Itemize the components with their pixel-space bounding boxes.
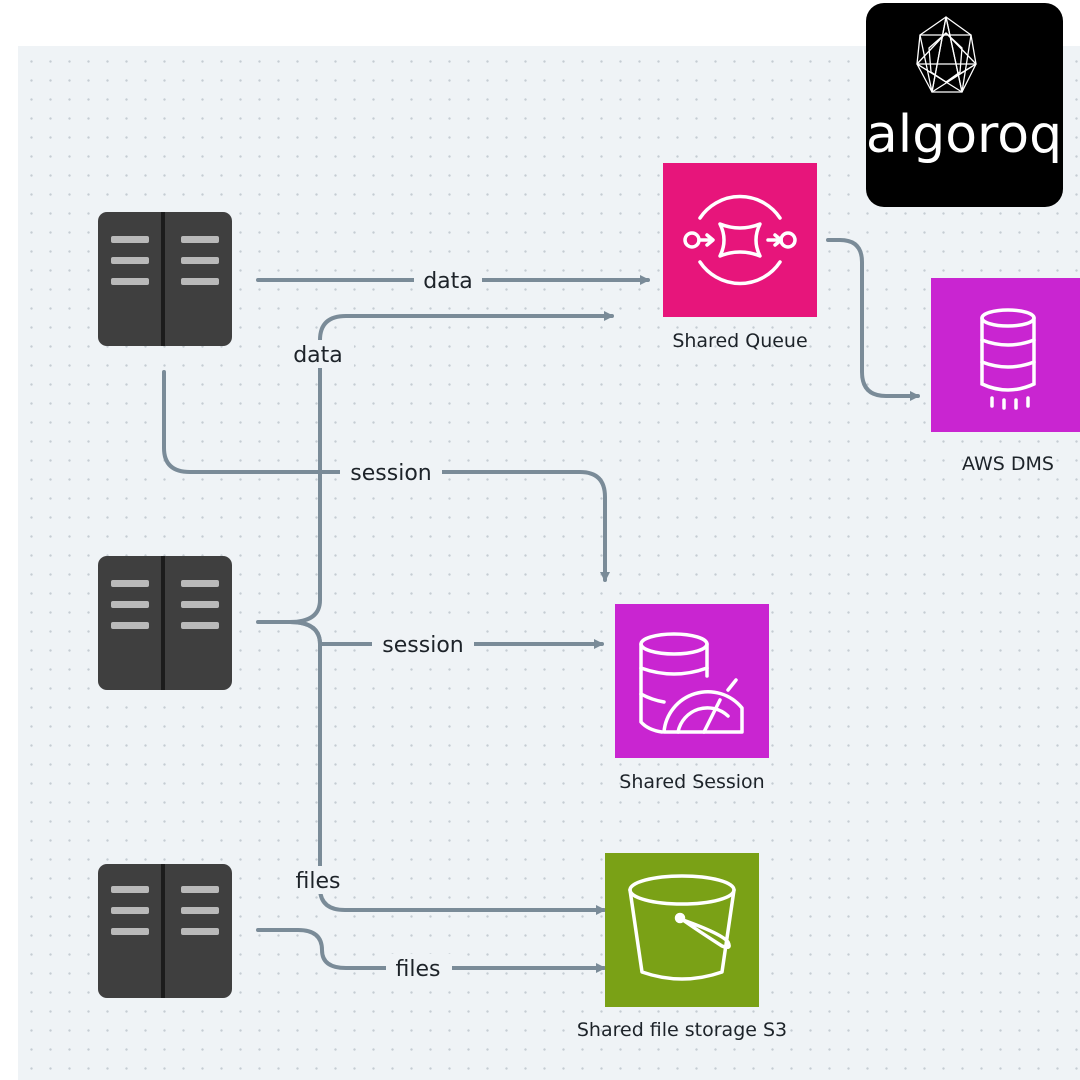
svg-text:session: session bbox=[350, 461, 431, 486]
svg-text:session: session bbox=[382, 633, 463, 658]
edge-label-session-2: session bbox=[372, 630, 474, 658]
svg-text:Shared file storage S3: Shared file storage S3 bbox=[577, 1019, 787, 1041]
svg-text:data: data bbox=[423, 269, 473, 294]
server-rack-icon bbox=[98, 556, 232, 690]
edge-label-files-1: files bbox=[286, 866, 352, 894]
server-3 bbox=[98, 864, 232, 998]
edge-queue-to-dms bbox=[826, 238, 920, 401]
svg-text:AWS DMS: AWS DMS bbox=[962, 453, 1054, 475]
svg-text:Shared Queue: Shared Queue bbox=[672, 330, 807, 352]
svg-text:files: files bbox=[296, 869, 341, 894]
svg-text:Shared Session: Shared Session bbox=[619, 771, 764, 793]
server-2 bbox=[98, 556, 232, 690]
edge-label-data-2: data bbox=[284, 340, 354, 368]
bucket-icon bbox=[628, 874, 736, 981]
database-gauge-icon bbox=[639, 632, 744, 734]
edge-label-files-2: files bbox=[386, 954, 452, 982]
node-shared-file-storage: Shared file storage S3 bbox=[577, 853, 787, 1041]
svg-text:files: files bbox=[396, 957, 441, 982]
svg-text:algoroq: algoroq bbox=[866, 105, 1062, 165]
edge-label-session-1: session bbox=[340, 458, 442, 486]
edge-label-data-1: data bbox=[414, 266, 482, 294]
database-icon bbox=[980, 308, 1036, 410]
edge-server3-to-storage bbox=[256, 928, 606, 973]
star-polygon-icon bbox=[916, 16, 977, 93]
server-rack-icon bbox=[98, 212, 232, 346]
node-aws-dms: AWS DMS bbox=[931, 278, 1080, 475]
node-shared-queue: Shared Queue bbox=[663, 163, 817, 352]
server-1 bbox=[98, 212, 232, 346]
algoroq-logo: algoroq bbox=[866, 3, 1063, 207]
svg-text:data: data bbox=[293, 343, 343, 368]
queue-icon bbox=[683, 194, 797, 286]
server-rack-icon bbox=[98, 864, 232, 998]
node-shared-session: Shared Session bbox=[615, 604, 769, 793]
